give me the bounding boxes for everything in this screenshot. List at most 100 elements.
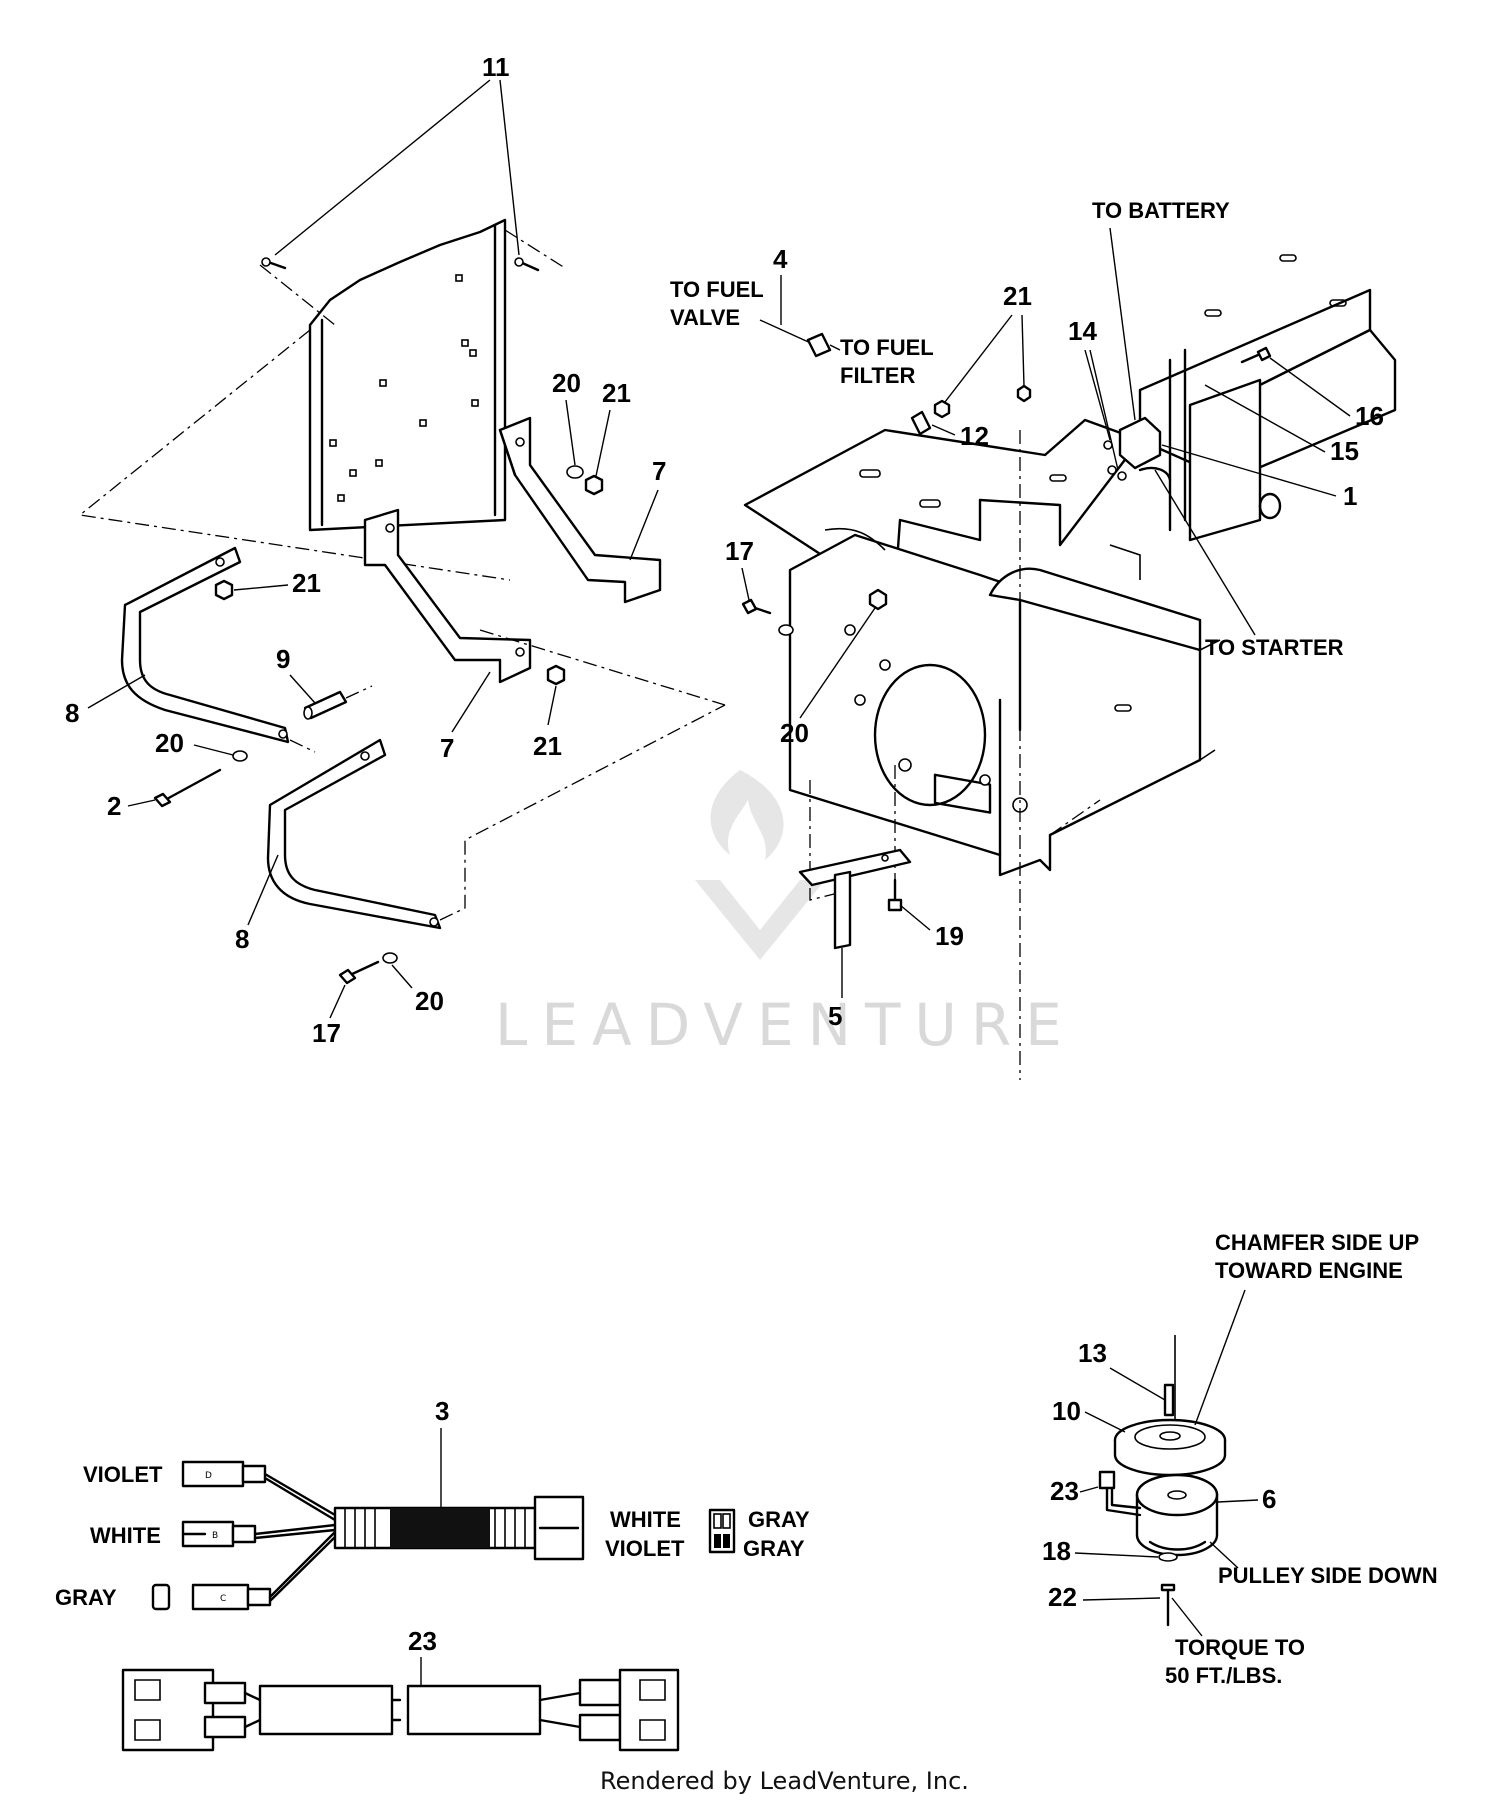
note-to-battery: TO BATTERY	[1092, 198, 1230, 421]
note-to-fuel-valve-1: TO FUEL	[670, 277, 764, 302]
note-to-fuel-valve-2: VALVE	[670, 305, 740, 330]
part-18-washer[interactable]: 18	[1042, 1536, 1178, 1566]
callout-20-bar: 20	[155, 728, 184, 758]
callout-20-lower: 20	[415, 986, 444, 1016]
wire-label-violet-right: VIOLET	[605, 1536, 685, 1561]
part-11-bolts[interactable]: 11	[261, 52, 540, 272]
wire-label-gray-left: GRAY	[55, 1585, 117, 1610]
callout-5: 5	[828, 1001, 842, 1031]
part-8-bar-lower[interactable]: 8	[235, 704, 726, 954]
part-7-bracket-lower[interactable]: 7	[363, 508, 726, 763]
part-7-bracket-upper[interactable]: 7	[498, 416, 666, 604]
watermark: LEADVENTURE	[495, 770, 1076, 1059]
callout-13: 13	[1078, 1338, 1107, 1368]
part-17-bolt-lower[interactable]: 17	[312, 960, 380, 1048]
callout-21-bar: 21	[292, 568, 321, 598]
part-16-screw[interactable]: 16	[1240, 346, 1384, 431]
part-23-extension-harness[interactable]: 23	[121, 1626, 680, 1752]
callout-20-upper: 20	[552, 368, 581, 398]
part-11-panel[interactable]	[78, 218, 566, 581]
pin-label-b: B	[212, 1531, 218, 1541]
note-to-fuel-filter-1: TO FUEL	[840, 335, 934, 360]
note-pulley-side-text: PULLEY SIDE DOWN	[1218, 1563, 1438, 1588]
wire-label-violet-left: VIOLET	[83, 1462, 163, 1487]
part-21-nut-bar[interactable]: 21	[214, 568, 321, 601]
part-21-nut-lower-bracket[interactable]: 21	[533, 664, 566, 761]
callout-21-upper: 21	[602, 378, 631, 408]
note-torque: TORQUE TO 50 FT./LBS.	[1165, 1597, 1305, 1688]
part-20-washer-lower[interactable]: 20	[382, 952, 444, 1016]
part-2-bolt[interactable]: 2	[107, 768, 222, 821]
callout-4: 4	[773, 244, 788, 274]
callout-7-lower: 7	[440, 733, 454, 763]
callout-23-harness: 23	[408, 1626, 437, 1656]
callout-23-connector: 23	[1050, 1476, 1079, 1506]
callout-18: 18	[1042, 1536, 1071, 1566]
watermark-flame-icon	[710, 770, 784, 860]
part-4-fuel-fitting[interactable]: 4 TO FUEL VALVE TO FUEL FILTER	[670, 244, 934, 388]
part-20-washer-frame[interactable]: 20	[778, 588, 888, 748]
note-pulley-side: PULLEY SIDE DOWN	[1209, 1541, 1438, 1588]
footer-credit: Rendered by LeadVenture, Inc.	[600, 1767, 969, 1795]
part-23-connector[interactable]: 23	[1050, 1470, 1142, 1517]
callout-14: 14	[1068, 316, 1097, 346]
callout-12: 12	[960, 421, 989, 451]
part-17-bolt-upper[interactable]: 17	[725, 536, 772, 615]
callout-15: 15	[1330, 436, 1359, 466]
part-22-bolt[interactable]: 22	[1048, 1582, 1176, 1627]
pin-label-c: C	[220, 1594, 226, 1604]
note-to-battery-text: TO BATTERY	[1092, 198, 1230, 223]
callout-2: 2	[107, 791, 121, 821]
part-21-nuts-top[interactable]: 21	[933, 281, 1032, 419]
note-to-starter: TO STARTER	[1154, 469, 1344, 660]
part-5-bracket[interactable]: 5	[798, 848, 912, 1031]
part-13-key[interactable]: 13	[1078, 1335, 1176, 1430]
part-12-clamp[interactable]: 12	[910, 410, 989, 451]
part-1-solenoid[interactable]: 1	[1118, 416, 1357, 511]
note-chamfer: CHAMFER SIDE UP TOWARD ENGINE	[1194, 1230, 1419, 1426]
callout-8-lower: 8	[235, 924, 249, 954]
callout-21-lower-bracket: 21	[533, 731, 562, 761]
watermark-v-icon	[695, 880, 825, 960]
callout-21-top: 21	[1003, 281, 1032, 311]
wire-labels: VIOLET WHITE GRAY WHITE VIOLET GRAY GRAY…	[55, 1462, 810, 1610]
part-8-bar-upper[interactable]: 8	[65, 546, 316, 753]
wire-label-gray-right-2: GRAY	[743, 1536, 805, 1561]
part-19-bolt[interactable]: 19	[887, 878, 964, 951]
part-15-washer[interactable]: 15	[1204, 384, 1359, 466]
callout-6: 6	[1262, 1484, 1276, 1514]
part-20-washer-upper[interactable]: 20	[552, 368, 584, 479]
callout-17-lower: 17	[312, 1018, 341, 1048]
note-chamfer-2: TOWARD ENGINE	[1215, 1258, 1403, 1283]
note-to-starter-text: TO STARTER	[1205, 635, 1344, 660]
part-14-screws[interactable]: 14	[1068, 316, 1127, 481]
callout-17-upper: 17	[725, 536, 754, 566]
wire-label-white-right: WHITE	[610, 1507, 681, 1532]
note-torque-2: 50 FT./LBS.	[1165, 1663, 1282, 1688]
callout-8-upper: 8	[65, 698, 79, 728]
callout-11: 11	[482, 52, 510, 82]
callout-1: 1	[1343, 481, 1357, 511]
callout-9: 9	[276, 644, 290, 674]
part-10-pulley[interactable]: 10	[1052, 1396, 1227, 1477]
callout-19: 19	[935, 921, 964, 951]
callout-22: 22	[1048, 1582, 1077, 1612]
wire-label-gray-right-1: GRAY	[748, 1507, 810, 1532]
watermark-text: LEADVENTURE	[495, 991, 1076, 1059]
note-chamfer-1: CHAMFER SIDE UP	[1215, 1230, 1419, 1255]
frame-assembly	[743, 254, 1397, 1080]
part-20-washer-bar[interactable]: 20	[155, 728, 248, 762]
note-torque-1: TORQUE TO	[1175, 1635, 1305, 1660]
part-21-nut-upper[interactable]: 21	[584, 378, 631, 496]
part-3-wire-harness[interactable]: 3	[151, 1396, 585, 1611]
callout-16: 16	[1355, 401, 1384, 431]
note-to-fuel-filter-2: FILTER	[840, 363, 915, 388]
right-connector-icon	[708, 1508, 736, 1554]
callout-3: 3	[435, 1396, 449, 1426]
wire-label-white-left: WHITE	[90, 1523, 161, 1548]
part-6-clutch[interactable]: 6	[1135, 1473, 1276, 1557]
part-9-spacer[interactable]: 9	[276, 644, 373, 720]
pin-label-d: D	[205, 1471, 212, 1481]
callout-10: 10	[1052, 1396, 1081, 1426]
